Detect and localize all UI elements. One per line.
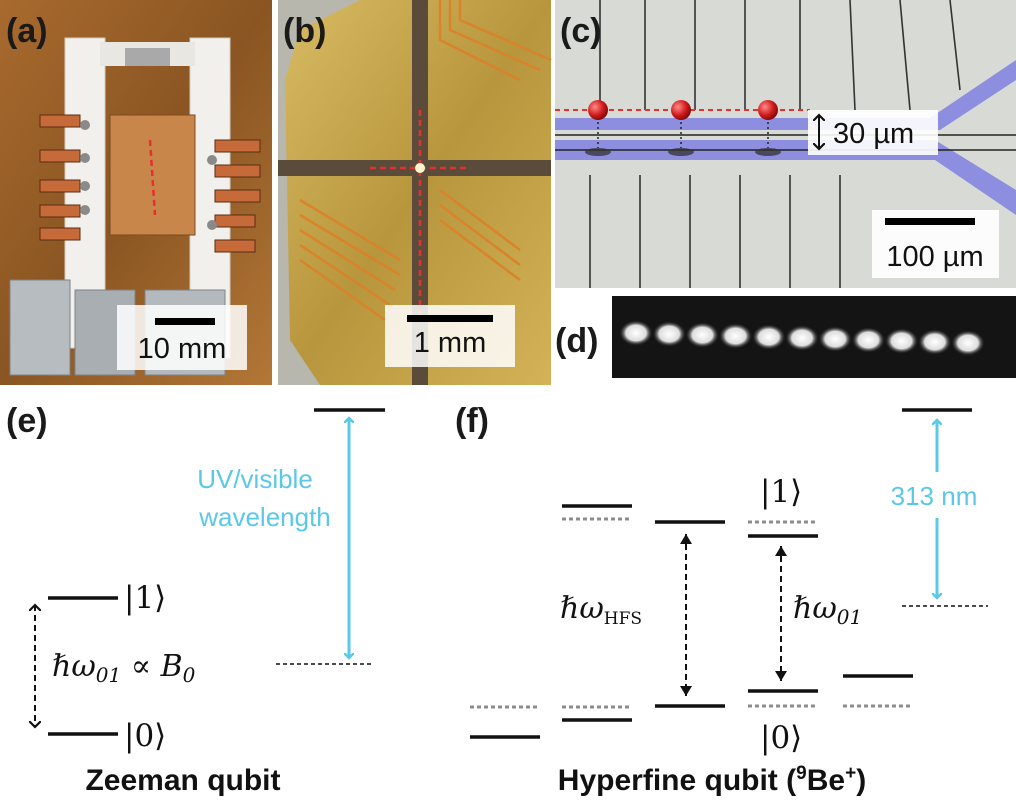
ion-fluorescence-spot: [884, 328, 919, 354]
panel-a-photo: 10 mm: [0, 0, 272, 385]
ion-fluorescence-spot: [685, 322, 720, 348]
hf-ket-1: |1⟩: [760, 474, 802, 510]
zeeman-level-diagram: [35, 408, 385, 736]
hfs-label: ℏωHFS: [560, 591, 642, 629]
panel-d-ion-image: [612, 296, 1016, 378]
hf-qubit-frequency-label: ℏω01: [793, 591, 862, 629]
panel-b-photo: 1 mm: [278, 0, 552, 385]
panel-e-label: (e): [6, 402, 48, 440]
ion-fluorescence-spot: [619, 320, 653, 346]
ion-fluorescence-spot: [818, 326, 853, 352]
hf-ket-0: |0⟩: [760, 720, 802, 756]
transition-label-line2: wavelength: [198, 502, 331, 532]
ion-fluorescence-spot: [951, 330, 985, 356]
zeeman-title: Zeeman qubit: [85, 764, 280, 797]
panel-a-scalebar-label: 10 mm: [138, 333, 227, 365]
panel-c-micrograph: 30 µm 100 µm: [555, 0, 1016, 288]
hyperfine-level-diagram: [470, 408, 996, 739]
ion-fluorescence-spot: [851, 327, 886, 353]
panel-b-label: (b): [283, 12, 326, 50]
ion-fluorescence-spot: [751, 324, 786, 350]
hf-wavelength-bg: [872, 472, 996, 518]
panel-d-label: (d): [555, 322, 598, 360]
panel-c-scalebar-label: 100 µm: [886, 241, 983, 273]
ion-fluorescence-spot: [785, 325, 819, 351]
transition-label-line1: UV/visible: [197, 464, 313, 494]
ion-fluorescence-spot: [917, 329, 952, 355]
zeeman-ket-1: |1⟩: [124, 580, 166, 616]
zeeman-ket-0: |0⟩: [124, 718, 166, 754]
ion-fluorescence-spot: [718, 323, 753, 349]
hyperfine-title: Hyperfine qubit (9Be+): [558, 763, 866, 797]
panel-a-label: (a): [6, 12, 48, 50]
zeeman-splitting-label: ℏω01 ∝ B0: [52, 649, 196, 687]
panel-b-scalebar-label: 1 mm: [414, 327, 487, 359]
hf-wavelength-label: 313 nm: [891, 481, 978, 511]
panel-f-label: (f): [455, 402, 489, 440]
panel-c-label: (c): [560, 12, 602, 50]
panel-c-spacing-label: 30 µm: [833, 118, 914, 150]
ion-fluorescence-spot: [652, 321, 687, 347]
